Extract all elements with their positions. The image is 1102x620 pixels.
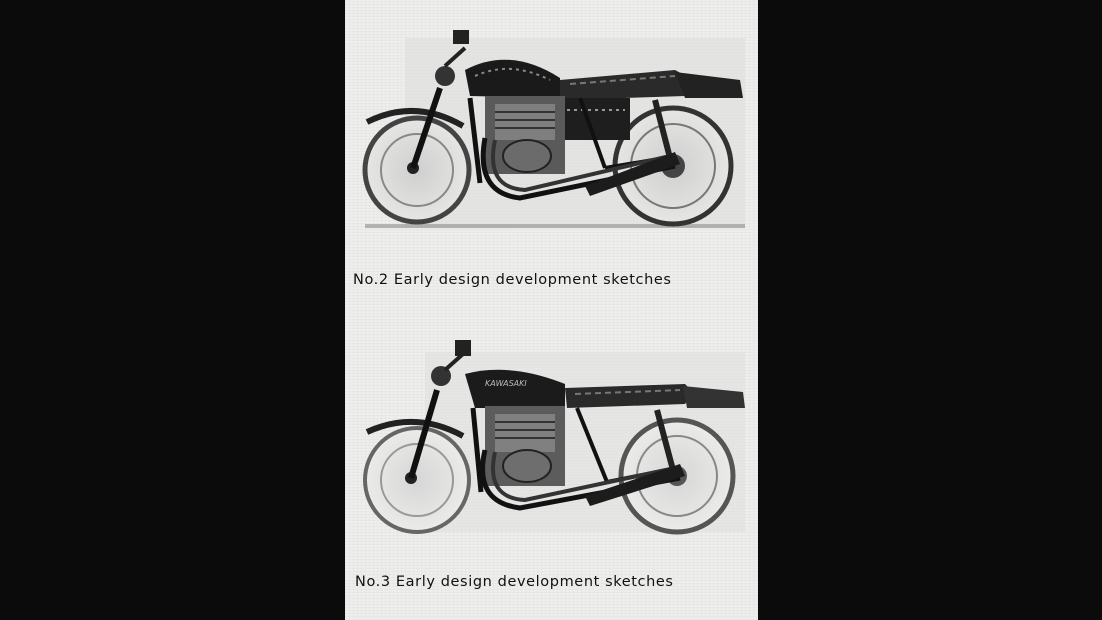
sketch-caption-no3: No.3 Early design development sketches <box>355 574 674 590</box>
motorcycle-sketch-no2 <box>362 30 745 228</box>
document-page: No.2 Early design development sketches <box>345 0 758 620</box>
tank-lettering: KAWASAKI <box>485 379 527 388</box>
sketch-caption-no2: No.2 Early design development sketches <box>353 272 672 288</box>
motorcycle-sketch-no3: KAWASAKI <box>363 340 745 535</box>
